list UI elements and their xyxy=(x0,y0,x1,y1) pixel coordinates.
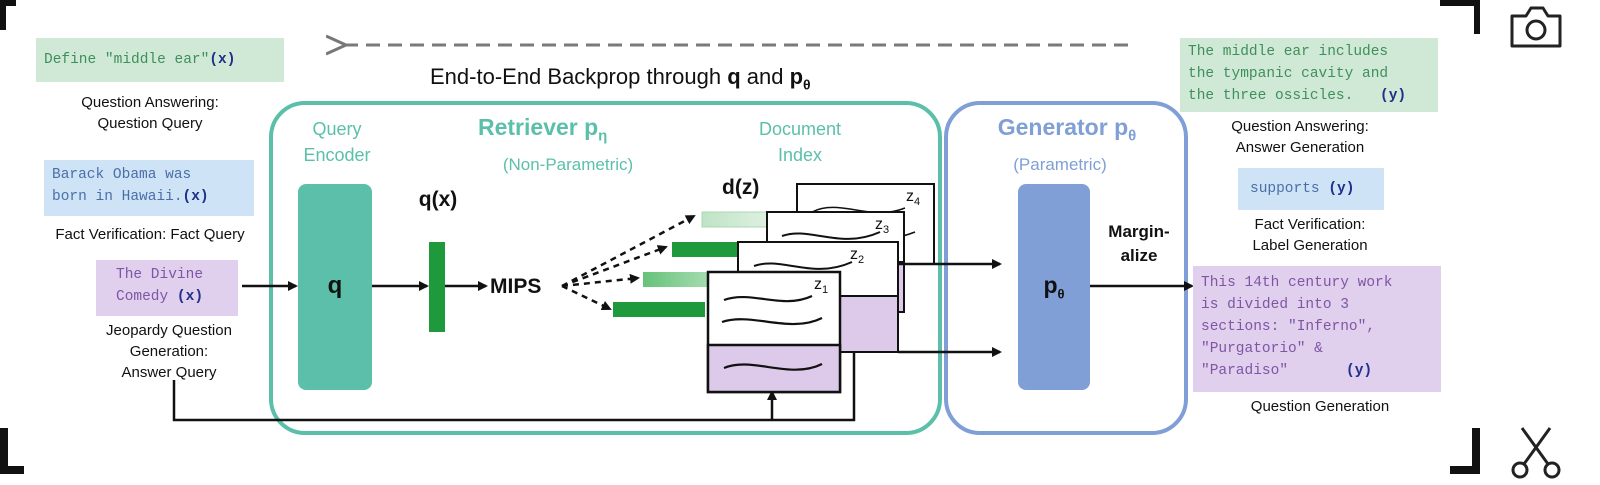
input-caption-jeopardy-1: Jeopardy Question xyxy=(106,322,232,339)
backprop-p-sub: θ xyxy=(803,76,811,93)
output-example-qa-line1: The middle ear includes xyxy=(1188,44,1389,60)
output-example-question-tag: (y) xyxy=(1346,363,1373,379)
input-example-qa-tag: (x) xyxy=(209,52,236,68)
z4-label: z4 xyxy=(906,188,920,208)
retriever-title-text: Retriever p xyxy=(478,114,599,140)
z2-letter: z xyxy=(850,246,858,263)
output-example-question-line3: sections: "Inferno", xyxy=(1201,319,1376,335)
frame-corner-bottom-right xyxy=(1450,428,1480,474)
output-example-fact: supports (y) xyxy=(1238,168,1384,210)
z3-sub: 3 xyxy=(883,224,890,237)
output-example-qa-line3: the three ossicles. xyxy=(1188,88,1354,104)
frame-corner-bottom-left xyxy=(0,428,24,474)
backprop-q: q xyxy=(727,64,741,89)
z3-label: z3 xyxy=(875,216,889,236)
query-encoder-block xyxy=(298,184,372,390)
input-example-jeopardy-line2: Comedy xyxy=(116,289,169,305)
marginalize-label-1: Margin- xyxy=(1108,222,1170,241)
input-example-jeopardy-tag: (x) xyxy=(176,289,204,305)
frame-corner-top-right xyxy=(1440,0,1480,34)
query-encoder-label: Query Encoder xyxy=(285,116,389,168)
encoder-symbol: q xyxy=(327,272,343,299)
input-caption-jeopardy-2: Generation: xyxy=(129,343,209,360)
input-example-qa: Define "middle ear"(x) xyxy=(36,38,284,82)
generator-symbol-p: p xyxy=(1043,272,1058,298)
generator-symbol: pθ xyxy=(1018,272,1090,302)
generator-title-text: Generator p xyxy=(997,114,1129,140)
marginalize-label-2: alize xyxy=(1120,246,1158,265)
input-example-fact-line1: Barack Obama was xyxy=(52,167,192,183)
z1-sub: 1 xyxy=(822,284,829,297)
output-caption-fact-2: Label Generation xyxy=(1252,237,1368,254)
retriever-title-sub: η xyxy=(598,127,608,145)
retriever-container xyxy=(269,101,942,435)
z1-letter: z xyxy=(814,276,822,293)
input-example-jeopardy-line1: The Divine xyxy=(116,267,204,283)
retriever-subtitle: (Non-Parametric) xyxy=(502,155,634,174)
document-index-label-2: Index xyxy=(777,145,823,165)
output-caption-question: Question Generation xyxy=(1250,398,1390,415)
z1-label: z1 xyxy=(814,276,828,296)
document-index-label-1: Document xyxy=(758,119,842,139)
scissors-icon[interactable] xyxy=(1508,424,1564,480)
z3-letter: z xyxy=(875,216,883,233)
output-example-question-line2: is divided into 3 xyxy=(1201,297,1349,313)
z4-letter: z xyxy=(906,188,914,205)
input-example-fact-line2: born in Hawaii. xyxy=(52,189,183,205)
output-example-qa: The middle ear includes the tympanic cav… xyxy=(1180,38,1438,112)
backprop-label: End-to-End Backprop through q and pθ xyxy=(430,64,990,92)
output-example-question-line1: This 14th century work xyxy=(1201,275,1393,291)
backprop-p: p xyxy=(789,64,804,89)
doc-vector-bar-1 xyxy=(613,302,705,317)
output-caption-qa-1: Question Answering: xyxy=(1231,118,1369,135)
marginalize-label: Margin- alize xyxy=(1094,220,1184,268)
frame-corner-top-left xyxy=(0,0,16,30)
backprop-prefix: End-to-End Backprop through xyxy=(430,64,728,89)
generator-title: Generator pθ xyxy=(960,114,1174,145)
output-example-qa-line2: the tympanic cavity and xyxy=(1188,66,1389,82)
input-example-fact-tag: (x) xyxy=(182,189,209,205)
output-caption-fact: Fact Verification: Label Generation xyxy=(1210,214,1410,256)
output-example-fact-text: supports xyxy=(1250,181,1320,197)
z2-label: z2 xyxy=(850,246,864,266)
generator-block xyxy=(1018,184,1090,390)
mips-label: MIPS xyxy=(490,275,542,298)
output-example-question-line5: "Paradiso" xyxy=(1201,363,1289,379)
z2-sub: 2 xyxy=(858,254,865,267)
generator-container xyxy=(944,101,1188,435)
output-caption-qa: Question Answering: Answer Generation xyxy=(1200,116,1400,158)
retriever-title: Retriever pη xyxy=(478,114,658,145)
output-example-fact-tag: (y) xyxy=(1328,181,1355,197)
generator-subtitle: (Parametric) xyxy=(1013,155,1107,174)
output-example-question-line4: "Purgatorio" & xyxy=(1201,341,1323,357)
qx-label: q(x) xyxy=(418,188,458,211)
backprop-and: and xyxy=(740,64,790,89)
input-example-jeopardy: The Divine Comedy (x) xyxy=(96,260,238,316)
query-encoder-label-2: Encoder xyxy=(303,145,371,165)
generator-title-sub: θ xyxy=(1128,127,1137,145)
input-caption-jeopardy-3: Answer Query xyxy=(121,364,217,381)
dz-label: d(z) xyxy=(722,176,760,199)
output-caption-qa-2: Answer Generation xyxy=(1235,139,1365,156)
input-caption-fact: Fact Verification: Fact Query xyxy=(55,226,245,243)
input-caption-qa: Question Answering: Question Query xyxy=(40,92,260,134)
z4-sub: 4 xyxy=(914,196,921,209)
input-example-qa-text: Define "middle ear" xyxy=(44,52,210,68)
output-example-qa-tag: (y) xyxy=(1380,88,1407,104)
input-example-fact: Barack Obama was born in Hawaii.(x) xyxy=(44,160,254,216)
input-caption-qa-1: Question Answering: xyxy=(81,94,219,111)
output-example-question: This 14th century work is divided into 3… xyxy=(1193,266,1441,392)
document-z1 xyxy=(706,270,842,394)
query-vector-bar xyxy=(429,242,445,332)
camera-icon[interactable] xyxy=(1506,2,1566,52)
document-index-label: Document Index xyxy=(740,116,860,168)
input-caption-jeopardy: Jeopardy Question Generation: Answer Que… xyxy=(84,320,254,383)
input-caption-qa-2: Question Query xyxy=(97,115,203,132)
generator-symbol-sub: θ xyxy=(1057,286,1065,302)
output-caption-fact-1: Fact Verification: xyxy=(1254,216,1366,233)
query-encoder-label-1: Query xyxy=(312,119,362,139)
